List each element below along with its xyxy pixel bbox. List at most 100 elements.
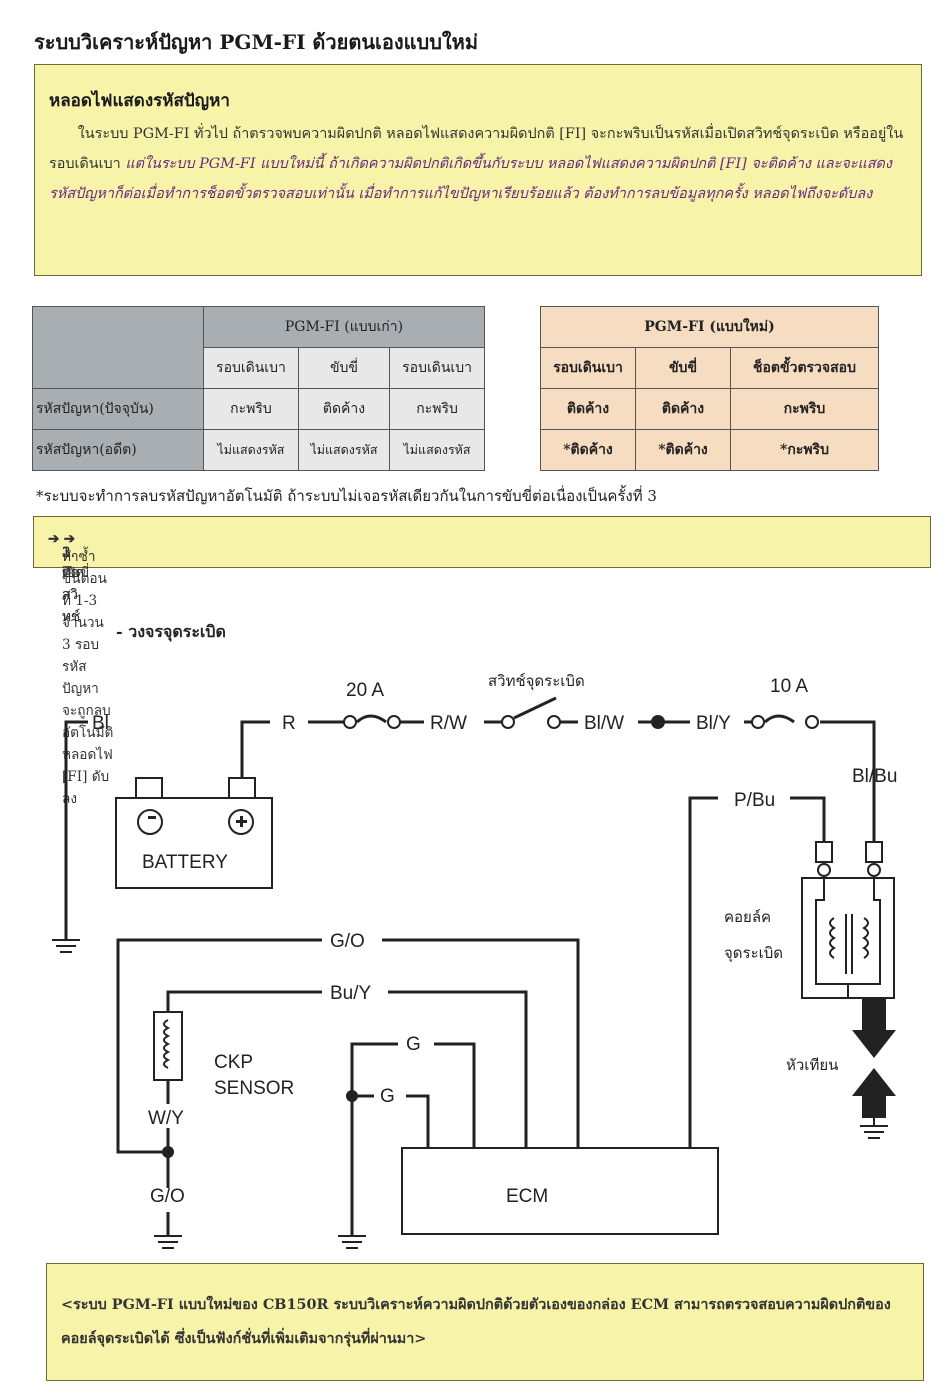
fuse-10a-symbol <box>763 714 795 724</box>
switch-contact-right <box>547 715 561 729</box>
coil-primary-lead <box>815 876 849 998</box>
new-table-title: PGM-FI (แบบใหม่) <box>540 306 879 348</box>
auto-clear-footnote: *ระบบจะทำการลบรหัสปัญหาอัตโนมัติ ถ้าระบบ… <box>36 487 657 505</box>
steps-box: 1. เปิดสวิทช์ ➔ 2. ขับขี่ ➔ 3. ปิดสวิทช์… <box>33 516 931 807</box>
wire-blbu-label: Bl/Bu <box>852 766 897 787</box>
coil-terminal-right <box>865 841 883 863</box>
old-row-current-label: รหัสปัญหา(ปัจจุบัน) <box>32 388 204 430</box>
wire-pbu-coil <box>790 796 826 842</box>
fuse-20a-label: 20 A <box>346 680 384 701</box>
plus-sign-v <box>240 816 243 827</box>
ckp-coil-symbol <box>163 1019 171 1069</box>
battery-plus-circle <box>228 809 254 835</box>
step-2: 2. ขับขี่ <box>62 545 90 581</box>
battery-plus-terminal <box>228 777 256 799</box>
ecm-box <box>401 1147 719 1235</box>
junction-dot-wy <box>162 1146 174 1158</box>
battery-box <box>115 797 273 889</box>
circuit-title: - วงจรจุดระเบิด <box>116 622 226 641</box>
fuse-20a-contact-right <box>387 715 401 729</box>
arrow-right-icon: ➔ <box>48 531 60 547</box>
table-cell: กะพริบ <box>730 388 879 430</box>
junction-dot-bly <box>651 715 665 729</box>
new-col-short-check: ช็อตขั้วตรวจสอบ <box>730 347 879 389</box>
wire-go-top <box>116 938 322 1154</box>
ignition-switch-lever <box>513 696 557 720</box>
coil-secondary-winding <box>862 917 869 959</box>
battery-minus-circle <box>137 809 163 835</box>
old-table-title: PGM-FI (แบบเก่า) <box>203 306 485 348</box>
wire-rw-label: R/W <box>430 713 467 734</box>
old-col-idle-2: รอบเดินเบา <box>389 347 485 389</box>
notice-text: ในระบบ PGM-FI ทั่วไป ถ้าตรวจพบความผิดปกต… <box>49 119 911 209</box>
bottom-note: <ระบบ PGM-FI แบบใหม่ของ CB150R ระบบวิเคร… <box>61 1296 891 1347</box>
table-cell: ไม่แสดงรหัส <box>297 429 391 471</box>
notice-heading: หลอดไฟแสดงรหัสปัญหา <box>49 91 230 111</box>
table-cell: *ติดค้าง <box>635 429 731 471</box>
wire-g2-label: G <box>380 1086 395 1107</box>
wire-g-1-ecm <box>434 1042 476 1148</box>
battery-minus-terminal <box>135 777 163 799</box>
notice-text-normal: ในระบบ PGM-FI ทั่วไป ถ้าตรวจพบความผิดปกต… <box>49 126 904 172</box>
table-cell: กะพริบ <box>203 388 299 430</box>
table-cell: *กะพริบ <box>730 429 879 471</box>
ckp-label-1: CKP <box>214 1052 253 1073</box>
fi-lamp-notice-box: หลอดไฟแสดงรหัสปัญหา ในระบบ PGM-FI ทั่วไป… <box>34 64 922 276</box>
wire-g1-label: G <box>406 1034 421 1055</box>
table-cell: ติดค้าง <box>297 388 391 430</box>
steps-instruction: ทำซ้ำขั้นตอนที่ 1-3 จำนวน 3 รอบ รหัสปัญห… <box>62 549 114 807</box>
coil-primary-winding <box>829 917 836 959</box>
fuse-10a-contact-right <box>805 715 819 729</box>
coil-label-1: คอยล์ค <box>724 908 771 926</box>
spark-arrow-down-icon <box>852 998 896 1058</box>
table-cell: กะพริบ <box>389 388 485 430</box>
new-pgm-fi-table: PGM-FI (แบบใหม่) รอบเดินเบา ขับขี่ ช็อตข… <box>540 306 879 471</box>
wire-pbu-label: P/Bu <box>734 790 775 811</box>
spark-arrow-up-icon <box>852 1068 896 1118</box>
step-3: 3. ปิดสวิทช์ <box>62 545 81 625</box>
wire-bl-label: Bl <box>92 713 109 734</box>
wire-buy-ecm <box>388 990 528 1148</box>
wire-blw-label: Bl/W <box>584 713 624 734</box>
table-cell: ไม่แสดงรหัส <box>203 429 299 471</box>
table-cell: ไม่แสดงรหัส <box>389 429 485 471</box>
ckp-sensor-body <box>153 1011 183 1081</box>
wire-blbu <box>820 720 876 842</box>
wire-go-bottom-label: G/O <box>150 1186 185 1207</box>
spark-plug-label: หัวเทียน <box>786 1056 838 1074</box>
ecm-label: ECM <box>506 1186 548 1207</box>
step-1: 1. เปิดสวิทช์ <box>62 545 85 625</box>
ground-symbol-g <box>338 1235 366 1249</box>
new-col-riding: ขับขี่ <box>635 347 731 389</box>
wire-g-1 <box>350 1042 398 1236</box>
steps-line: 1. เปิดสวิทช์ ➔ 2. ขับขี่ ➔ 3. ปิดสวิทช์… <box>48 531 113 807</box>
switch-contact-left <box>501 715 515 729</box>
wire-r-battery <box>240 720 270 778</box>
fuse-20a-contact-left <box>343 715 357 729</box>
coil-terminal-ring-left <box>817 863 831 877</box>
wire-wy-label: W/Y <box>148 1108 184 1129</box>
wire-bly-label: Bl/Y <box>696 713 731 734</box>
wire-r-label: R <box>282 713 296 734</box>
ignition-switch-label: สวิทช์จุดระเบิด <box>488 672 585 691</box>
fuse-10a-contact-left <box>751 715 765 729</box>
ground-symbol-ckp <box>154 1235 182 1249</box>
wire-bl <box>64 720 88 940</box>
ground-symbol-spark <box>860 1125 888 1139</box>
minus-sign <box>148 816 156 819</box>
table-corner-cell <box>32 306 204 389</box>
wire-g-2-ecm <box>406 1094 430 1148</box>
coil-label-2: จุดระเบิด <box>724 944 783 963</box>
bottom-note-box: <ระบบ PGM-FI แบบใหม่ของ CB150R ระบบวิเคร… <box>46 1263 924 1381</box>
ckp-label-2: SENSOR <box>214 1078 294 1099</box>
wire-go-ecm <box>382 938 580 1148</box>
ground-symbol-left <box>52 939 80 953</box>
wire-buy <box>166 990 322 1012</box>
notice-text-italic: แต่ในระบบ PGM-FI แบบใหม่นี้ ถ้าเกิดความผ… <box>49 156 892 202</box>
old-pgm-fi-table: PGM-FI (แบบเก่า) รอบเดินเบา ขับขี่ รอบเด… <box>32 306 485 471</box>
coil-terminal-left <box>815 841 833 863</box>
fuse-10a-label: 10 A <box>770 676 808 697</box>
wire-buy-label: Bu/Y <box>330 983 372 1004</box>
battery-label: BATTERY <box>142 852 228 873</box>
